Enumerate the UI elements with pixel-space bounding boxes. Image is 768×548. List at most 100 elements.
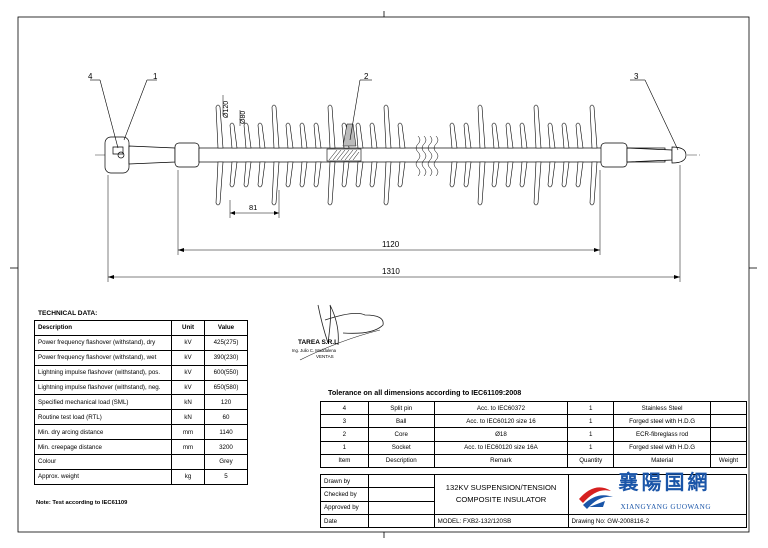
tech-cell-value: Grey (204, 454, 248, 470)
drawn-by-label: Drawn by (320, 473, 369, 489)
shed (477, 104, 486, 206)
tech-cell-unit (171, 454, 205, 470)
bom-cell-material: Forged steel with H.D.G (613, 440, 712, 455)
dim-1120: 1120 (382, 240, 400, 249)
col-description: Description (34, 320, 172, 336)
company-logo-english: XIANGYANG GUOWANG (620, 503, 712, 511)
sheet-border (17, 16, 750, 533)
shed (369, 122, 378, 188)
bom-cell-qty: 1 (567, 414, 615, 429)
tech-cell-desc: Routine test load (RTL) (34, 409, 172, 426)
tech-cell-desc: Power frequency flashover (withstand), w… (34, 349, 172, 366)
tech-cell-desc: Specified mechanical load (SML) (34, 394, 172, 411)
length-dims (107, 165, 681, 282)
approval-table: Drawn by 132KV SUSPENSION/TENSION COMPOS… (320, 470, 748, 529)
stamp-line3: VENTAS (316, 354, 334, 359)
drawing-title: 132KV SUSPENSION/TENSION COMPOSITE INSUL… (433, 474, 569, 515)
ball-shank (626, 147, 673, 163)
dim-arrows (108, 211, 680, 279)
shed (285, 122, 294, 188)
callout-4: 4 (88, 72, 93, 81)
tech-cell-value: 650(580) (204, 379, 248, 396)
approved-by-label: Approved by (320, 500, 369, 515)
bom-cell-desc: Ball (367, 414, 435, 429)
shed (383, 104, 392, 206)
callout-2: 2 (364, 72, 369, 81)
shed (215, 104, 224, 206)
split-pin (112, 146, 124, 155)
bom-cell-item: 2 (320, 427, 369, 442)
table-row: Lightning impulse flashover (withstand),… (34, 379, 248, 396)
tech-cell-unit: kV (171, 379, 205, 396)
core-section-cut (326, 123, 362, 162)
shed (229, 122, 238, 188)
shed (355, 122, 364, 188)
bom-col-quantity: Quantity (567, 453, 615, 468)
callout-3: 3 (634, 72, 639, 81)
tech-cell-unit: kN (171, 409, 205, 426)
shed (519, 122, 528, 188)
bom-cell-material: ECR-fibreglass rod (613, 427, 712, 442)
tech-cell-unit: kV (171, 334, 205, 351)
date-label: Date (320, 513, 369, 529)
bom-cell-item: 1 (320, 440, 369, 455)
bom-cell-weight (710, 400, 747, 416)
tech-cell-desc: Approx. weight (34, 468, 172, 485)
dim-1310: 1310 (382, 267, 400, 276)
company-logo-cell: 襄陽国網 XIANGYANG GUOWANG (567, 470, 748, 515)
tech-cell-desc: Power frequency flashover (withstand), d… (34, 334, 172, 351)
shed (463, 122, 472, 188)
tech-cell-unit: kV (171, 364, 205, 381)
shed (547, 122, 556, 188)
tech-cell-desc: Colour (34, 454, 172, 470)
title-line1: 132KV SUSPENSION/TENSION (445, 483, 557, 493)
col-value: Value (204, 320, 248, 336)
company-logo-chinese: 襄陽国網 (618, 470, 711, 494)
technical-data-heading: TECHNICAL DATA: (38, 310, 98, 317)
title-block: Drawn by 132KV SUSPENSION/TENSION COMPOS… (320, 470, 748, 529)
bom-col-remark: Remark (433, 453, 569, 468)
dim-81: 81 (249, 203, 257, 212)
shed (589, 104, 598, 206)
tech-cell-value: 600(550) (204, 364, 248, 381)
stamp-line2: Ing. Julio C. Maddalena (292, 348, 337, 353)
shed (491, 122, 500, 188)
bom-col-material: Material (613, 453, 712, 468)
bom-cell-qty: 1 (567, 427, 615, 442)
technical-data-table: Description Unit Value Power frequency f… (34, 320, 248, 485)
stamp-line1: TAREA S.R.L (298, 339, 338, 346)
bom-cell-remark: Acc. to IEC60120 size 16 (433, 414, 569, 429)
title-line2: COMPOSITE INSULATOR (455, 495, 547, 505)
insulator-body (104, 136, 687, 174)
tolerance-note: Tolerance on all dimensions according to… (328, 388, 522, 397)
bom-cell-item: 3 (320, 414, 369, 429)
tech-cell-desc: Min. creepage distance (34, 439, 172, 456)
shed (271, 104, 280, 206)
shed (313, 122, 322, 188)
bom-cell-qty: 1 (567, 400, 615, 416)
table-header-row: Description Unit Value (34, 320, 248, 336)
shed (257, 122, 266, 188)
shed (561, 122, 570, 188)
signature-stamp: TAREA S.R.L Ing. Julio C. Maddalena VENT… (292, 304, 384, 361)
shed (397, 122, 406, 188)
company-logo-icon (578, 487, 613, 509)
shed-group (215, 104, 598, 206)
shed (449, 122, 458, 188)
diameter-dims (222, 95, 241, 126)
bom-cell-desc: Socket (367, 440, 435, 455)
bom-header-row: Item Description Remark Quantity Materia… (320, 453, 747, 468)
tech-cell-value: 120 (204, 394, 248, 411)
dim-d120: Ø120 (223, 101, 230, 118)
bom-cell-weight (710, 414, 747, 429)
tech-cell-desc: Lightning impulse flashover (withstand),… (34, 364, 172, 381)
